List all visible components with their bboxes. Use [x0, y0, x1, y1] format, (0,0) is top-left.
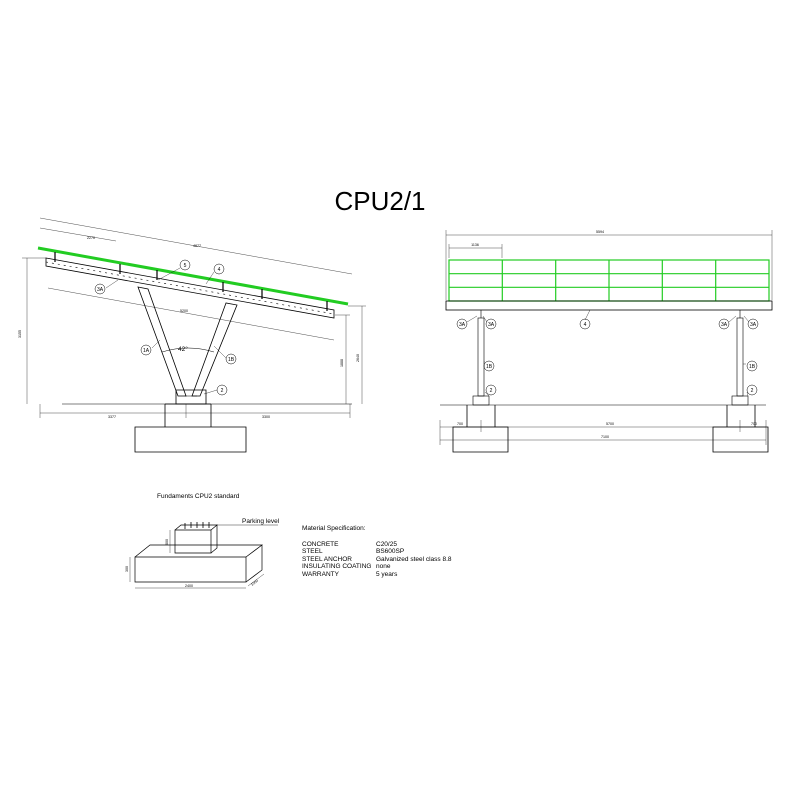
drawing-title: CPU2/1 [334, 186, 426, 216]
dim-top-a: 2270 [87, 236, 95, 240]
side-foundation [134, 403, 247, 453]
dim-top-b: 4877 [193, 244, 201, 248]
front-base-plate-left [472, 395, 490, 406]
front-column-right [736, 317, 744, 397]
spec-value: none [376, 563, 391, 571]
callout-3a-left-outer: 3A [459, 322, 466, 328]
callout-3a-right-outer: 3A [750, 322, 757, 328]
side-view [22, 217, 366, 453]
side-main-beam [45, 257, 335, 319]
foundation-base-depth [134, 544, 264, 583]
front-main-beam [445, 300, 773, 311]
column-1a [137, 286, 187, 397]
dim-span: 5700 [606, 422, 614, 426]
side-leader-lines [105, 267, 227, 395]
side-purlins [54, 252, 328, 311]
front-callout-circles [456, 318, 759, 396]
spec-row: STEEL ANCHOR Galvanized steel class 8.8 [302, 556, 452, 564]
foundation-dimension-lines [129, 530, 265, 589]
side-dimension-lines [22, 217, 366, 418]
callout-3a-left-inner: 3A [488, 322, 495, 328]
spec-value: BS600SP [376, 548, 405, 556]
dim-foot-right: 3300 [262, 415, 270, 419]
dim-total: 5594 [596, 230, 604, 234]
dim-beam: 5200 [180, 309, 188, 313]
foundation-title: Fundaments CPU2 standard [157, 493, 240, 500]
callout-4-front: 4 [584, 322, 587, 328]
dim-right-a: 1888 [340, 359, 344, 367]
side-callout-circles [94, 259, 237, 396]
dim-foot-left: 3377 [108, 415, 116, 419]
dim-pier-height: 800 [165, 539, 169, 545]
spec-row: STEEL BS600SP [302, 548, 452, 556]
front-dimension-texts: 5594 1136 5700 7100 700 700 [457, 230, 757, 439]
dim-panel: 1136 [471, 243, 479, 247]
callout-2-right: 2 [751, 388, 754, 394]
foundation-anchors [184, 522, 210, 529]
callout-2-left: 2 [490, 388, 493, 394]
column-1b [191, 302, 238, 397]
front-view [439, 230, 773, 453]
side-panel [37, 246, 349, 306]
spec-row: WARRANTY 5 years [302, 571, 452, 579]
dim-right-b: 2640 [356, 354, 360, 362]
front-column-left [477, 317, 485, 397]
dim-overall: 7100 [601, 435, 609, 439]
parking-level-label: Parking level [242, 518, 280, 525]
foundation-pier-front [174, 529, 212, 554]
dim-edge-left: 700 [457, 422, 463, 426]
front-leader-lines [466, 309, 750, 397]
front-panel-grid [448, 259, 770, 302]
callout-1b-right: 1B [749, 364, 756, 370]
angle-label: 42° [178, 345, 188, 353]
foundation-pier-depth [174, 524, 218, 554]
dim-depth: 1000 [250, 579, 259, 587]
dim-edge-right: 700 [751, 422, 757, 426]
spec-key: WARRANTY [302, 570, 339, 578]
foundation-base-front [134, 556, 247, 583]
front-base-plate-right [731, 395, 749, 406]
spec-key: INSULATING COATING [302, 563, 372, 571]
spec-heading: Material Specification: [302, 525, 366, 532]
material-specification: Material Specification: CONCRETE C20/25 … [302, 525, 452, 579]
dim-base-height: 300 [125, 566, 129, 572]
front-foundation-left [452, 405, 509, 453]
foundation-dimension-texts: 800 300 2400 1000 Parking level [125, 518, 280, 588]
side-base-plate [175, 389, 207, 405]
dim-height: 3155 [18, 330, 22, 338]
front-dimension-lines [439, 230, 773, 445]
front-foundation-right [712, 405, 769, 453]
spec-key: STEEL ANCHOR [302, 555, 352, 563]
spec-row: INSULATING COATING none [302, 563, 452, 571]
spec-value: C20/25 [376, 540, 397, 548]
side-dimension-texts: 2270 4877 5200 3155 1888 2640 3377 3300 … [18, 236, 360, 419]
spec-value: 5 years [376, 570, 398, 578]
callout-1a: 1A [143, 348, 150, 354]
side-callout-texts: 5 4 3A 1A 1B 2 [97, 263, 235, 394]
spec-row: CONCRETE C20/25 [302, 541, 452, 549]
front-callout-texts: 3A 3A 4 3A 3A 1B 1B 2 2 [459, 322, 757, 394]
spec-key: CONCRETE [302, 540, 339, 548]
callout-2: 2 [221, 388, 224, 394]
callout-3a: 3A [97, 287, 104, 293]
callout-1b-left: 1B [486, 364, 493, 370]
spec-value: Galvanized steel class 8.8 [376, 555, 452, 563]
callout-1b: 1B [228, 357, 235, 363]
foundation-drawing [129, 522, 278, 589]
callout-3a-right-inner: 3A [721, 322, 728, 328]
callout-5: 5 [184, 263, 187, 269]
angle-arc [161, 347, 215, 353]
dim-length: 2400 [185, 584, 193, 588]
callout-4: 4 [218, 267, 221, 273]
spec-key: STEEL [302, 548, 323, 556]
side-beam-centerline [45, 261, 335, 315]
